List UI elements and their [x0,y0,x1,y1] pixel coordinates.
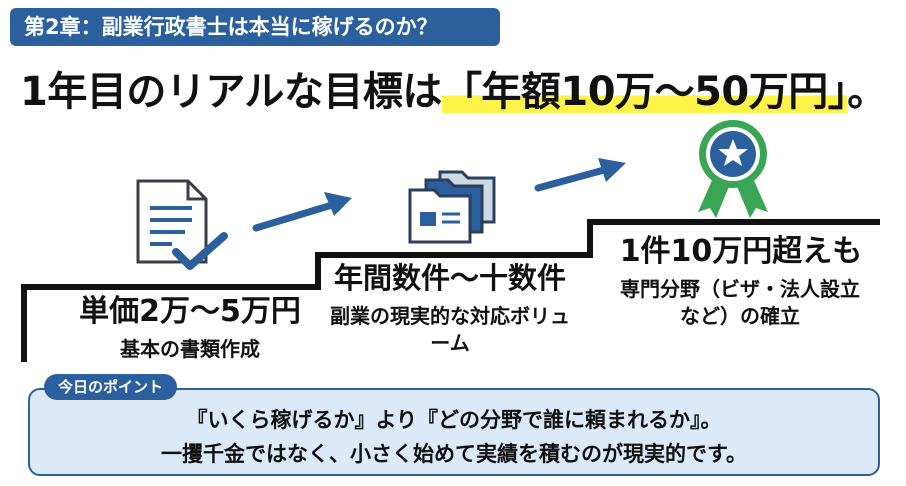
document-check-icon [136,179,228,270]
headline-highlight: 「年額10万〜50万円」 [441,69,848,115]
point-line-2: 一攫千金ではなく、小さく始めて実績を積むのが現実的です。 [161,442,747,466]
headline-prefix: 1年目のリアルな目標は [20,69,442,115]
award-ribbon-icon [698,120,768,218]
star-icon [718,139,748,166]
point-line-1: 『いくら稼げるか』より『どの分野で誰に頼まれるか』。 [186,408,722,432]
step-1-title: 単価2万〜5万円 [79,294,301,329]
step-1-subtitle: 基本の書類作成 [120,337,260,361]
arrow-right-icon-1 [252,192,352,232]
step-3-title: 1件10万円超えも [619,234,863,269]
point-box [28,388,880,476]
step-2-subtitle: 副業の現実的な対応ボリューム [330,304,570,355]
chapter-tag: 第2章：副業行政書士は本当に稼げるのか？ [10,8,500,46]
point-tag: 今日のポイント [44,374,178,400]
step-3-subtitle: 専門分野（ビザ・法人設立など）の確立 [620,277,860,328]
folders-icon [408,170,496,244]
headline-suffix: 。 [847,69,887,115]
step-2-title: 年間数件〜十数件 [333,261,566,295]
staircase-line [21,219,880,362]
page-headline: 1年目のリアルな目標は「年額10万〜50万円」。 [20,60,896,124]
arrow-right-icon-2 [534,158,626,192]
